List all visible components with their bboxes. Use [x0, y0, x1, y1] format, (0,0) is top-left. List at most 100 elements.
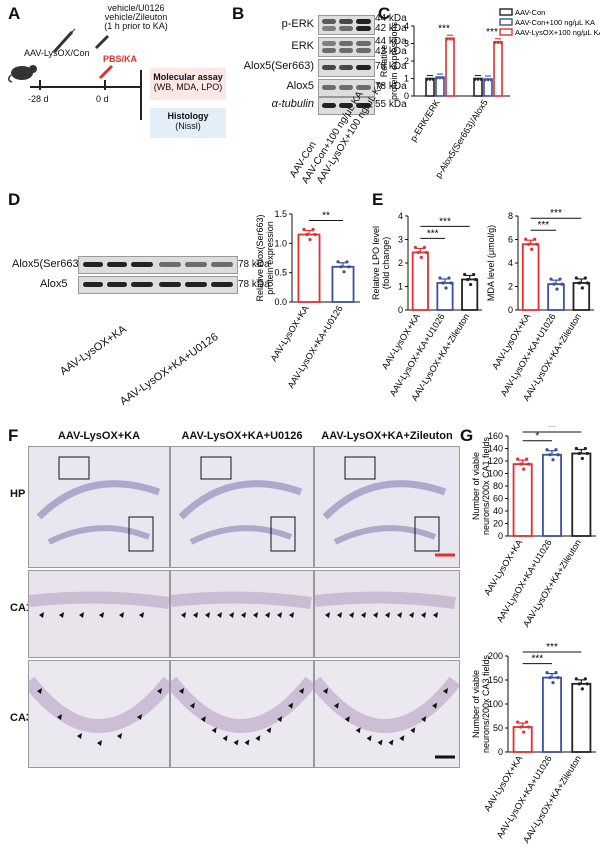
bar — [572, 282, 591, 311]
legend-swatch — [499, 8, 513, 16]
timeline-end-bar — [140, 70, 142, 120]
hippocampus-layer — [36, 480, 161, 520]
neuron-arrowhead — [265, 612, 270, 618]
neuron-arrowhead — [325, 612, 330, 618]
tick-neg — [39, 80, 41, 90]
data-point — [519, 462, 523, 466]
panel-letter-e: E — [372, 190, 384, 209]
y-tick-label: 4 — [398, 211, 403, 221]
neuron-arrowhead — [266, 727, 272, 734]
significance-label: *** — [438, 23, 450, 34]
neuron-arrowhead — [39, 612, 44, 618]
ca1-inset-box — [58, 456, 90, 480]
blot-b-label-4: α-tubulin — [271, 98, 314, 110]
neuron-arrowhead — [409, 612, 414, 618]
histology-row-ca1: CA1 — [10, 602, 33, 614]
molecular-box: Molecular assay (WB, MDA, LPO) — [150, 68, 226, 100]
significance-label: *** — [439, 216, 451, 227]
blot-b-label-3: Alox5 — [286, 80, 314, 92]
bar — [483, 78, 493, 97]
data-point — [527, 725, 531, 729]
data-point — [486, 78, 490, 82]
bar — [461, 278, 479, 311]
legend-label: AAV-Con — [515, 8, 545, 17]
y-tick-label: 100 — [488, 469, 503, 479]
data-point — [583, 677, 587, 681]
neuron-arrowhead — [200, 716, 206, 723]
data-point — [493, 41, 497, 45]
blot-b-label-1: ERK — [291, 40, 314, 52]
histology-image — [314, 660, 460, 768]
significance-label: *** — [427, 228, 439, 239]
data-point — [438, 276, 442, 280]
blot-d-label-1: Alox5 — [40, 278, 68, 290]
bar — [436, 282, 454, 311]
data-point — [585, 451, 589, 456]
dentate-gyrus — [47, 525, 151, 545]
neuron-arrowhead — [355, 727, 361, 734]
y-tick-label: 0 — [404, 91, 409, 101]
dentate-gyrus — [333, 525, 437, 545]
neuron-arrowhead — [79, 612, 84, 618]
neuron-arrowhead — [253, 612, 258, 618]
data-point — [441, 76, 445, 80]
neuron-arrowhead — [217, 612, 222, 618]
neuron-arrowhead — [211, 727, 217, 734]
significance-label: *** — [546, 642, 558, 653]
data-point — [577, 682, 581, 686]
hippocampus-layer — [322, 480, 447, 520]
bar — [473, 77, 483, 97]
significance-label: *** — [486, 27, 498, 38]
histology-col-0: AAV-LysOX+KA — [57, 430, 141, 442]
timeline-axis — [30, 86, 142, 88]
y-tick-label: 4 — [404, 21, 409, 31]
y-tick-label: 1.0 — [274, 238, 287, 248]
histology-image — [314, 446, 460, 568]
y-tick-label: 1 — [404, 74, 409, 84]
neuron-arrowhead — [233, 739, 239, 746]
legend-label: AAV-Con+100 ng/μL KA — [515, 18, 595, 27]
data-point — [451, 37, 455, 41]
panel-letter-b: B — [232, 4, 245, 23]
neuron-arrowhead — [244, 739, 250, 746]
neuron-arrowhead — [77, 733, 82, 740]
data-point — [496, 41, 500, 45]
data-point — [533, 237, 537, 241]
x-tick-label: AAV-LysOX+KA+Zileuton — [521, 538, 583, 629]
neuron-arrowhead — [37, 688, 42, 694]
mouse-icon — [8, 65, 37, 83]
ca3-layer — [315, 676, 459, 733]
neuron-arrowhead — [117, 733, 122, 740]
panel-letter-d: D — [8, 190, 21, 209]
blot-b-strip-3 — [318, 79, 375, 97]
pbs-ka-label: PBS/KA — [103, 54, 138, 64]
blot-b-label-0: p-ERK — [281, 18, 314, 30]
x-tick-label: AAV-LysOX+KA+U1026 — [495, 754, 554, 840]
y-axis-label: Relativeprotein expressions — [379, 21, 399, 100]
blot-b-strip-1 — [318, 37, 375, 57]
y-axis-label: Number of viableneurons/200x CA1 fields — [471, 436, 491, 535]
data-point — [585, 281, 589, 285]
syringe-icon-3 — [98, 64, 114, 80]
neuron-arrowhead — [361, 612, 366, 618]
y-tick-label: 0 — [498, 531, 503, 541]
data-point — [472, 272, 476, 277]
neuron-arrowhead — [410, 727, 416, 734]
ca1-inset-box — [200, 456, 232, 480]
bar — [512, 463, 533, 537]
data-point — [308, 237, 312, 242]
ca3-inset-box — [128, 516, 154, 552]
y-axis-label: MDA level (μmol/g) — [486, 225, 496, 301]
y-tick-label: 3 — [398, 235, 403, 245]
neuron-arrowhead — [193, 612, 198, 618]
data-point — [347, 265, 351, 269]
neuron-arrowhead — [299, 688, 304, 694]
data-point — [574, 677, 578, 681]
blot-b-strip-4 — [318, 97, 375, 115]
neuron-arrowhead — [333, 702, 339, 709]
data-point — [580, 456, 584, 461]
